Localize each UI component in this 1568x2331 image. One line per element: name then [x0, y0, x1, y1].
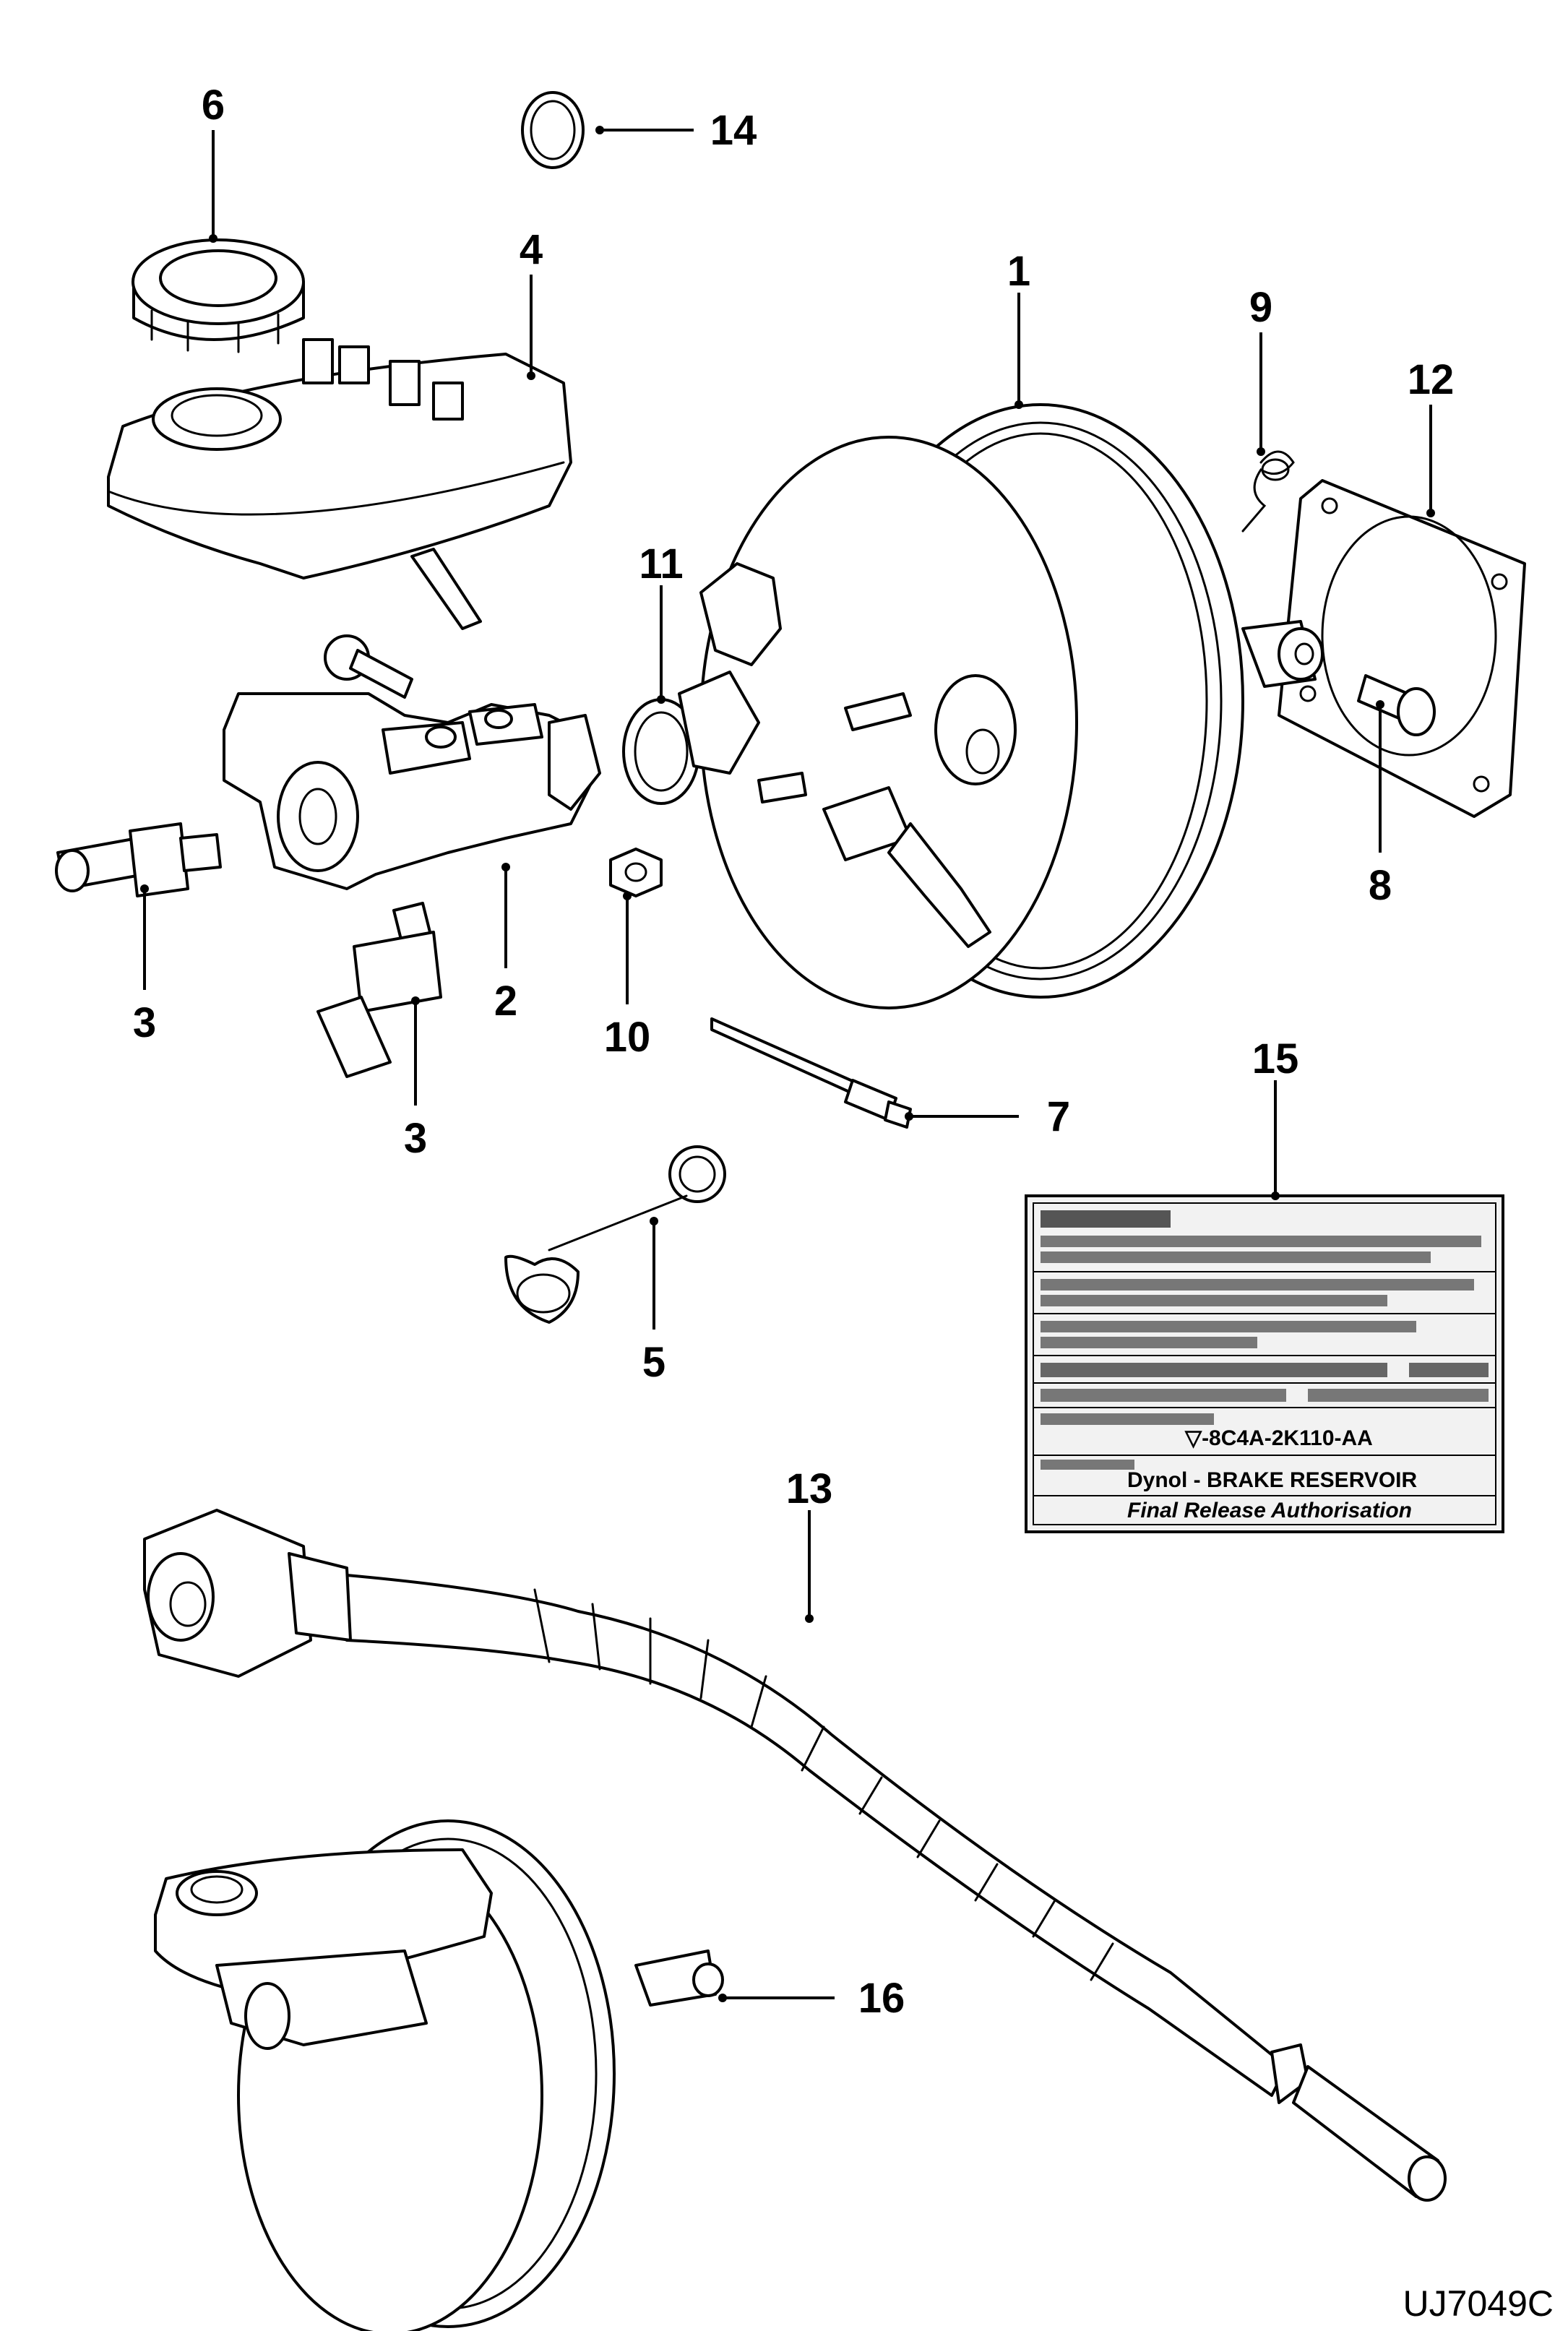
- callout-11: 11: [639, 540, 683, 587]
- part-13-vacuum-hose: [143, 1509, 1447, 2202]
- callout-7: 7: [1047, 1093, 1070, 1140]
- callout-3-lower: 3: [404, 1115, 427, 1162]
- part-3-pressure-switch-lower: [316, 902, 442, 1078]
- part-8-pin: [1357, 674, 1436, 736]
- callout-16: 16: [858, 1975, 905, 2022]
- callout-2: 2: [494, 978, 517, 1025]
- part-11-seal: [622, 698, 700, 805]
- callout-14: 14: [710, 107, 757, 154]
- label-footer: Final Release Authorisation: [1127, 1499, 1412, 1522]
- callout-numbers: 6 14 4 1 9 12 11 8 3 2 10 3 7 15 5 13 16: [133, 82, 1454, 2022]
- part-4-fluid-reservoir: [107, 338, 572, 630]
- callout-5: 5: [642, 1339, 665, 1386]
- part-14-o-ring: [521, 91, 585, 169]
- callout-6: 6: [202, 82, 225, 129]
- pushrod-clevis: [1241, 620, 1324, 688]
- leader-lines: [140, 126, 1435, 2002]
- part-5-hose-clip: [504, 1145, 726, 1324]
- part-1-brake-booster: [678, 403, 1244, 1009]
- label-description: Dynol - BRAKE RESERVOIR: [1127, 1468, 1417, 1492]
- label-part-number: ▽-8C4A-2K110-AA: [1184, 1426, 1373, 1450]
- callout-15: 15: [1252, 1035, 1299, 1082]
- part-10-nut: [609, 848, 663, 897]
- part-6-reservoir-cap: [132, 238, 305, 353]
- bleed-screw: [324, 634, 413, 699]
- part-12-gasket: [1278, 479, 1526, 818]
- part-7-sensor-rod: [710, 1017, 912, 1129]
- part-2-master-cylinder: [223, 692, 601, 890]
- part-16-assembled-unit: [154, 1819, 724, 2331]
- callout-13: 13: [786, 1465, 833, 1512]
- callout-9: 9: [1249, 284, 1272, 331]
- callout-12: 12: [1408, 356, 1455, 403]
- part-9-clip: [1241, 450, 1295, 533]
- callout-1: 1: [1007, 248, 1030, 295]
- callout-8: 8: [1369, 862, 1392, 909]
- callout-10: 10: [604, 1014, 651, 1061]
- part-3-pressure-switch-left: [55, 822, 222, 897]
- part-15-label: ▽-8C4A-2K110-AA Dynol - BRAKE RESERVOIR …: [1025, 1194, 1504, 1533]
- callout-3-left: 3: [133, 999, 156, 1046]
- drawing-code: UJ7049C: [1403, 2283, 1554, 2324]
- callout-4: 4: [520, 226, 543, 273]
